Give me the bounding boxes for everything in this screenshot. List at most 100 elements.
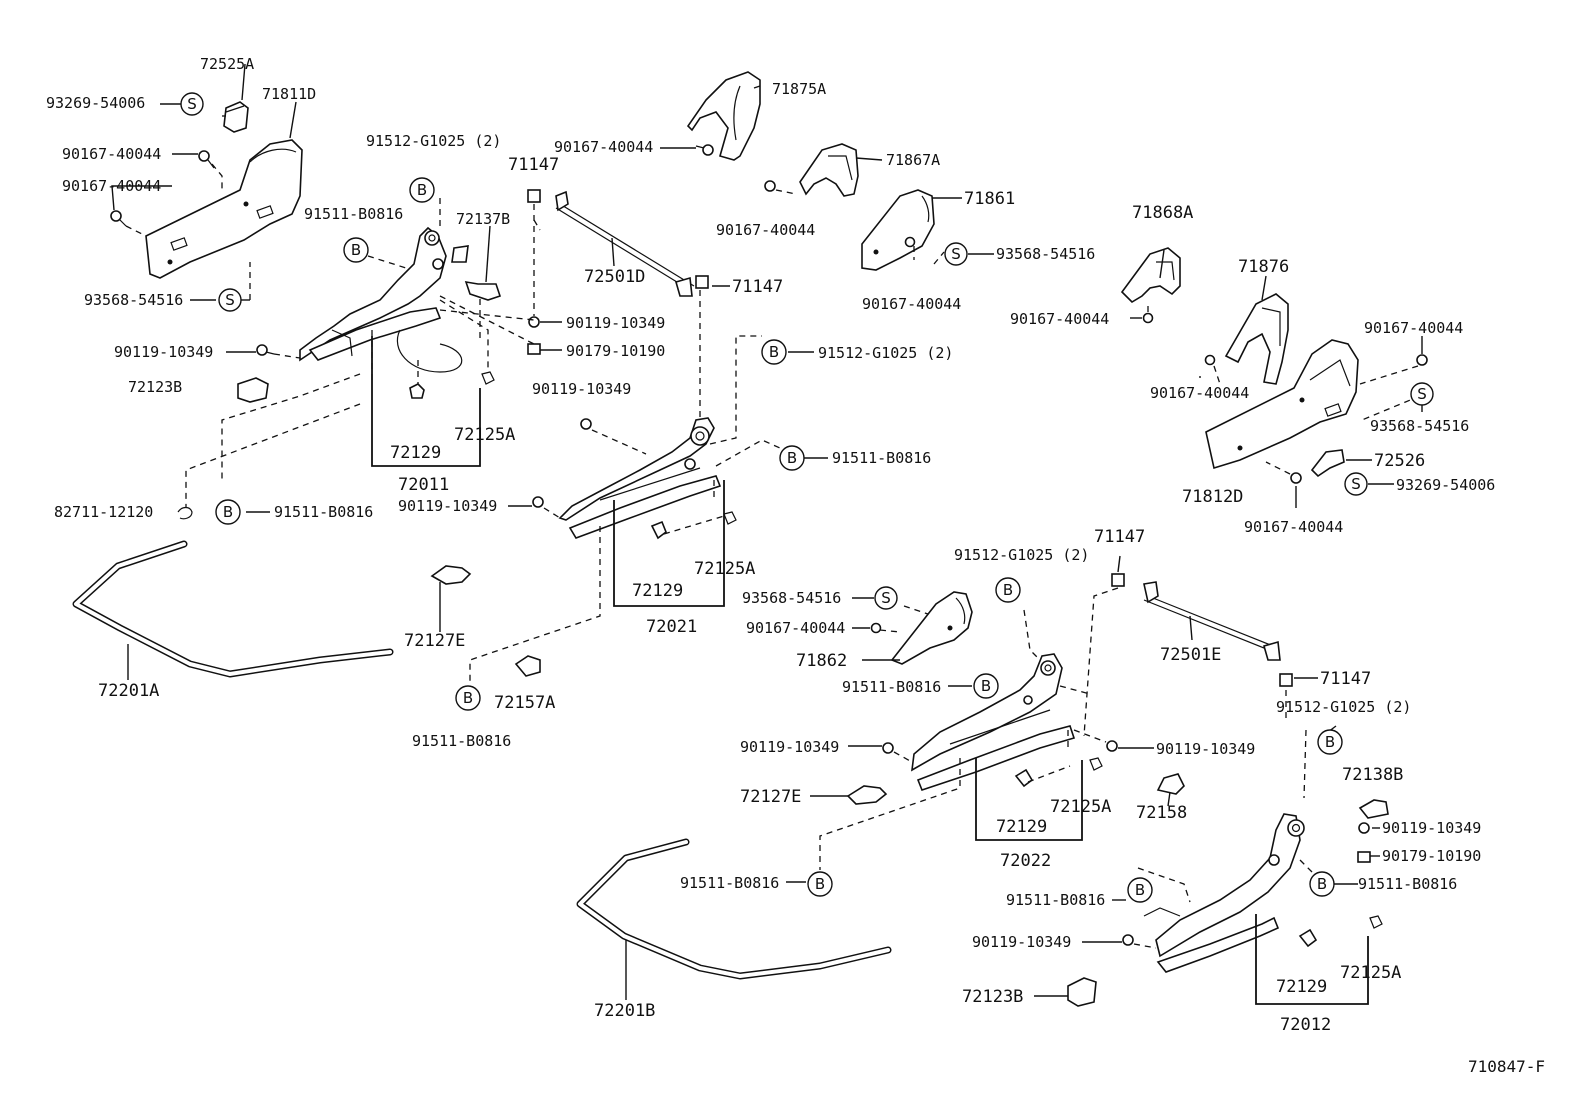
part-label: 72525A (200, 55, 254, 73)
part-label: 72012 (1280, 1015, 1331, 1035)
part-label: 72125A (694, 559, 755, 579)
part-label: 71147 (1094, 527, 1145, 547)
part-label: 90119-10349 (566, 314, 665, 332)
part-label: 72123B (128, 378, 182, 396)
screw-mark-s: S (1410, 382, 1434, 406)
part-label: 90119-10349 (972, 933, 1071, 951)
part-label: 90167-40044 (1150, 384, 1249, 402)
part-label: 71147 (1320, 669, 1371, 689)
svg-text:S: S (225, 291, 235, 309)
part-label: 90179-10190 (1382, 847, 1481, 865)
part-label: 91511-B0816 (274, 503, 373, 521)
screw-mark-s: S (218, 288, 242, 312)
bolt-mark-b: B (779, 445, 805, 471)
part-label: 82711-12120 (54, 503, 153, 521)
part-72012-seat-track-assembly (1143, 813, 1305, 973)
part-label: 72138B (1342, 765, 1403, 785)
part-label: 91511-B0816 (1358, 875, 1457, 893)
part-label: 90167-40044 (1010, 310, 1109, 328)
part-72123b-cap (237, 377, 269, 403)
part-label: 72157A (494, 693, 555, 713)
part-label: 93568-54516 (84, 291, 183, 309)
part-label: 90119-10349 (398, 497, 497, 515)
part-label: 90119-10349 (114, 343, 213, 361)
part-72127e-bracket (846, 785, 888, 805)
part-72125a-clip (1089, 757, 1103, 771)
screw-mark-s: S (874, 586, 898, 610)
part-71867a-cover (799, 143, 859, 197)
svg-text:B: B (787, 449, 797, 467)
bolt-mark-b: B (455, 685, 481, 711)
part-label: 72125A (1050, 797, 1111, 817)
screw-icon (198, 150, 215, 169)
part-71875a-cover (686, 71, 761, 161)
drawing-code: 710847-F (1468, 1057, 1545, 1076)
part-label: 72201B (594, 1001, 655, 1021)
part-label: 91511-B0816 (842, 678, 941, 696)
part-71147-nut (527, 189, 541, 203)
part-label: 91512-G1025 (2) (366, 132, 501, 150)
part-71147-nut (695, 275, 709, 289)
svg-text:B: B (769, 343, 779, 361)
bolt-icon (1106, 740, 1118, 752)
part-label: 90119-10349 (740, 738, 839, 756)
part-label: 91512-G1025 (2) (818, 344, 953, 362)
part-label: 90167-40044 (1364, 319, 1463, 337)
part-label: 93269-54006 (1396, 476, 1495, 494)
part-label: 90167-40044 (62, 145, 161, 163)
svg-text:B: B (417, 181, 427, 199)
part-72158-spacer (1156, 773, 1185, 795)
part-72526-knob (1310, 449, 1345, 478)
part-label: 72129 (390, 443, 441, 463)
part-72011-seat-track-assembly (299, 226, 469, 373)
bolt-icon (532, 496, 544, 508)
part-label: 71867A (886, 151, 940, 169)
part-72129-clip (1014, 768, 1034, 788)
screw-icon (110, 210, 127, 227)
bolt-mark-b: B (973, 673, 999, 699)
part-72129-clip (650, 520, 667, 540)
part-72125a-clip (481, 371, 495, 385)
part-label: 71862 (796, 651, 847, 671)
part-label: 71875A (772, 80, 826, 98)
part-72137b-bracket (464, 280, 502, 301)
part-label: 72137B (456, 210, 510, 228)
part-label: 90167-40044 (554, 138, 653, 156)
part-label: 71811D (262, 85, 316, 103)
bolt-mark-b: B (761, 339, 787, 365)
part-label: 72158 (1136, 803, 1187, 823)
part-label: 90119-10349 (532, 380, 631, 398)
bolt-mark-b: B (215, 499, 241, 525)
bolt-icon (1358, 822, 1370, 834)
screw-mark-s: S (1344, 472, 1368, 496)
bolt-icon (528, 316, 540, 328)
part-label: 91512-G1025 (2) (1276, 698, 1411, 716)
svg-text:S: S (1351, 475, 1361, 493)
part-label: 90167-40044 (716, 221, 815, 239)
part-label: 71876 (1238, 257, 1289, 277)
part-label: 71147 (508, 155, 559, 175)
part-72129-clip (1298, 928, 1318, 948)
part-72201b-wire-bar (576, 838, 892, 980)
part-72501d-shaft (555, 190, 695, 297)
part-label: 72201A (98, 681, 159, 701)
svg-text:B: B (463, 689, 473, 707)
part-label: 71861 (964, 189, 1015, 209)
part-label: 91512-G1025 (2) (954, 546, 1089, 564)
part-label: 71812D (1182, 487, 1243, 507)
part-72501e-shaft (1143, 581, 1281, 661)
part-label: 71868A (1132, 203, 1193, 223)
part-71862-cover-plate (890, 591, 973, 665)
part-label: 72127E (740, 787, 801, 807)
svg-text:B: B (1317, 875, 1327, 893)
part-label: 93568-54516 (996, 245, 1095, 263)
part-label: 91511-B0816 (680, 874, 779, 892)
part-82711-12120-clamp (177, 506, 193, 520)
part-72022-seat-track-assembly (911, 653, 1076, 791)
part-label: 90119-10349 (1382, 819, 1481, 837)
screw-icon (904, 236, 916, 248)
part-label: 72129 (632, 581, 683, 601)
part-label: 91511-B0816 (412, 732, 511, 750)
